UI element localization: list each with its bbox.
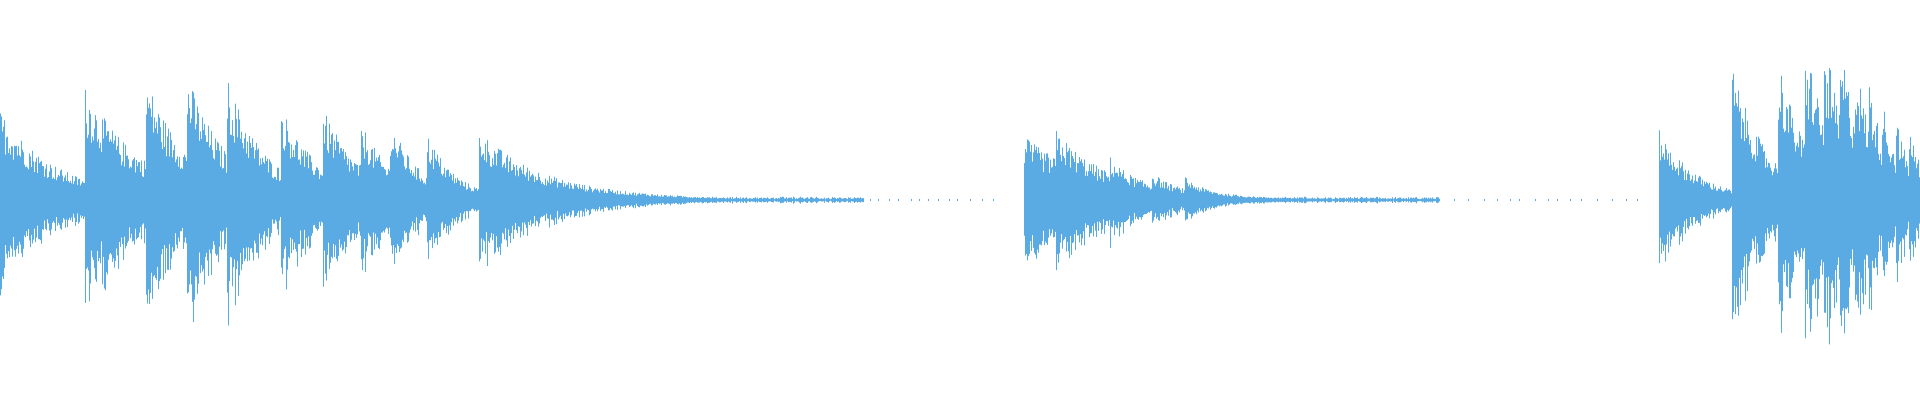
waveform-bars — [0, 68, 1920, 345]
